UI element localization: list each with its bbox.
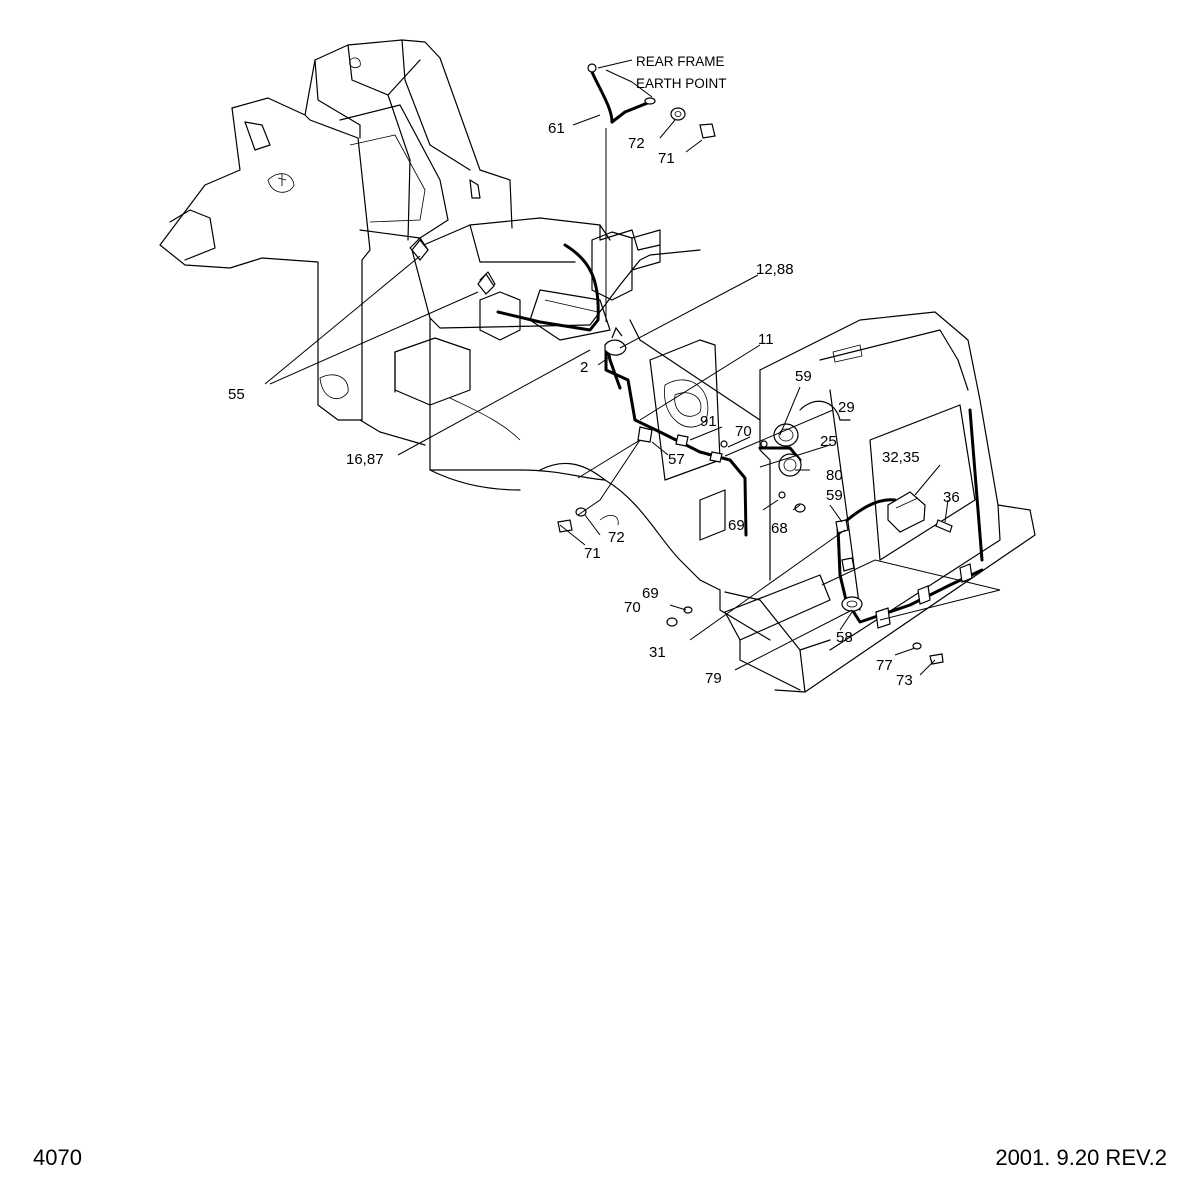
lamp-29-icon	[773, 423, 799, 447]
nut-70b-icon	[666, 617, 678, 627]
callout-61: 61	[548, 120, 565, 137]
callout-79: 79	[705, 670, 722, 687]
callout-69: 69	[728, 517, 745, 534]
washer-77-icon	[912, 642, 922, 650]
washer-72-icon	[670, 107, 686, 121]
callout-32-35: 32,35	[882, 449, 920, 466]
callout-72b: 72	[608, 529, 625, 546]
components	[411, 63, 973, 665]
callout-29: 29	[838, 399, 855, 416]
grommet-58-icon	[841, 596, 863, 612]
callout-labels: REAR FRAME EARTH POINT 61 72 71 12,88 11…	[228, 54, 960, 689]
callout-31: 31	[649, 644, 666, 661]
note-earth-point: EARTH POINT	[636, 76, 727, 91]
callout-72: 72	[628, 135, 645, 152]
sensor-2-icon	[604, 339, 627, 356]
callout-80: 80	[826, 467, 843, 484]
leader-lines	[264, 59, 1001, 676]
callout-2: 2	[580, 359, 588, 376]
callout-36: 36	[943, 489, 960, 506]
ring-terminal-61	[587, 63, 597, 73]
callout-59: 59	[795, 368, 812, 385]
callout-68: 68	[771, 520, 788, 537]
callout-25: 25	[820, 433, 837, 450]
callout-16-87: 16,87	[346, 451, 384, 468]
clamp-57-icon	[637, 426, 653, 443]
callout-70: 70	[735, 423, 752, 440]
washer-69b-icon	[683, 606, 693, 614]
callout-69b: 69	[642, 585, 659, 602]
callout-91: 91	[700, 413, 717, 430]
lamp-32-35-icon	[887, 491, 926, 533]
callout-57: 57	[668, 451, 685, 468]
note-rear-frame: REAR FRAME	[636, 54, 725, 69]
page-code: 4070	[33, 1145, 82, 1170]
bracket-55b-icon	[477, 272, 495, 295]
callout-11: 11	[758, 331, 774, 348]
callout-70b: 70	[624, 599, 641, 616]
wiring-harness	[496, 70, 984, 624]
screw-36-icon	[935, 519, 953, 533]
revision-date: 2001. 9.20 REV.2	[995, 1145, 1167, 1170]
lug-terminal	[644, 97, 656, 105]
callout-12-88: 12,88	[756, 261, 794, 278]
washer-72b-icon	[575, 507, 587, 517]
callout-73: 73	[896, 672, 913, 689]
callout-77: 77	[876, 657, 893, 674]
bolt-71b-icon	[557, 519, 573, 533]
callout-59b: 59	[826, 487, 843, 504]
callout-71: 71	[658, 150, 675, 167]
callout-55: 55	[228, 386, 245, 403]
callout-71b: 71	[584, 545, 601, 562]
bracket-55a-icon	[411, 239, 429, 261]
bolt-71-icon	[699, 123, 716, 139]
clip-59-icon	[835, 519, 849, 534]
rear-frame-outline	[159, 39, 1036, 693]
callout-58: 58	[836, 629, 853, 646]
